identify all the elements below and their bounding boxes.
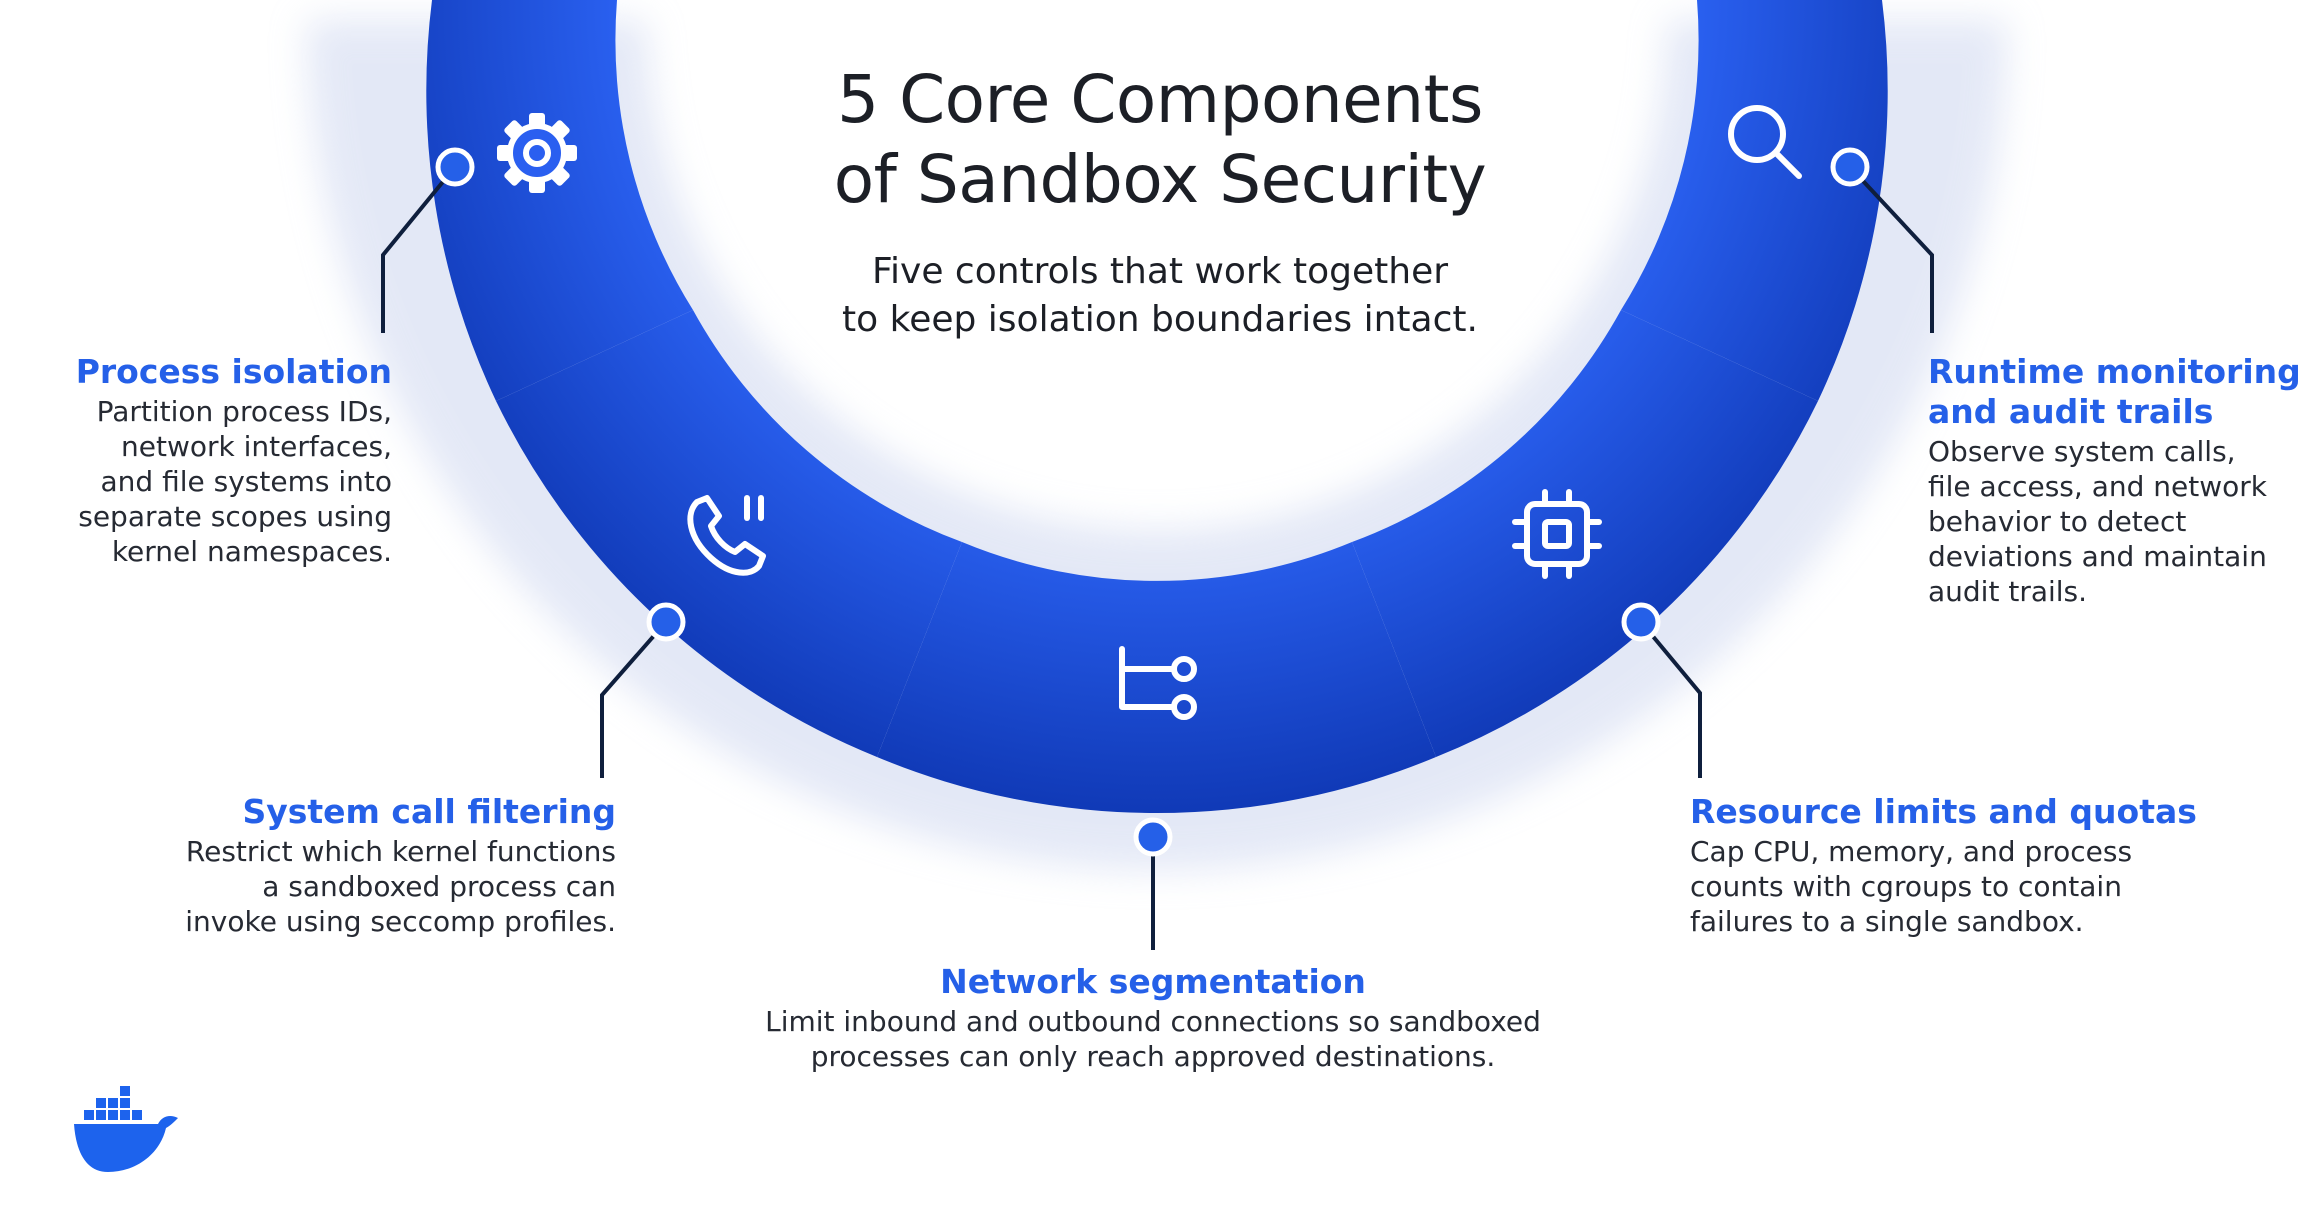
- component-heading: Runtime monitoring: [1928, 352, 2301, 391]
- connector-dot-system-call-filtering: [646, 602, 686, 642]
- connector-dot-network-segmentation: [1133, 817, 1173, 857]
- component-description: Observe system calls, file access, and n…: [1928, 434, 2308, 609]
- connector-dot-process-isolation: [435, 147, 475, 187]
- title-line: of Sandbox Security: [833, 141, 1487, 218]
- component-heading: and audit trails: [1928, 392, 2214, 431]
- connector-process-isolation: [381, 165, 457, 333]
- description-line: kernel namespaces.: [111, 535, 392, 568]
- description-line: and file systems into: [100, 465, 392, 498]
- description-line: network interfaces,: [121, 430, 392, 463]
- subtitle-line: Five controls that work together: [871, 251, 1449, 292]
- description-line: counts with cgroups to contain: [1690, 870, 2122, 903]
- ring-segment-process-isolation: [426, 0, 693, 401]
- subtitle-line: to keep isolation boundaries intact.: [842, 299, 1478, 340]
- description-line: invoke using seccomp profiles.: [185, 905, 616, 938]
- component-heading: System call filtering: [242, 792, 616, 831]
- component-system-call-filtering: System call filtering Restrict which ker…: [96, 792, 616, 939]
- page-subtitle: Five controls that work together to keep…: [760, 248, 1560, 344]
- description-line: Partition process IDs,: [96, 395, 392, 428]
- ring-segment-runtime-monitoring: [1621, 0, 1888, 401]
- description-line: deviations and maintain: [1928, 540, 2267, 573]
- component-heading: Network segmentation: [940, 962, 1366, 1001]
- description-line: separate scopes using: [78, 500, 392, 533]
- branch-network-icon: [1119, 646, 1197, 720]
- cpu-chip-icon: [1512, 489, 1602, 579]
- description-line: file access, and network: [1928, 470, 2267, 503]
- description-line: failures to a single sandbox.: [1690, 905, 2084, 938]
- description-line: Limit inbound and outbound connections s…: [765, 1005, 1541, 1038]
- description-line: behavior to detect: [1928, 505, 2187, 538]
- description-line: a sandboxed process can: [262, 870, 616, 903]
- connector-system-call-filtering: [600, 620, 668, 778]
- component-heading: Process isolation: [75, 352, 392, 391]
- docker-whale-icon: [74, 1086, 178, 1172]
- description-line: Cap CPU, memory, and process: [1690, 835, 2133, 868]
- phone-call-icon: [687, 495, 766, 576]
- description-line: Restrict which kernel functions: [185, 835, 616, 868]
- connector-dot-resource-limits: [1621, 602, 1661, 642]
- component-runtime-monitoring: Runtime monitoring and audit trails Obse…: [1928, 352, 2308, 609]
- component-description: Cap CPU, memory, and process counts with…: [1690, 834, 2250, 939]
- component-description: Limit inbound and outbound connections s…: [733, 1004, 1573, 1074]
- component-resource-limits: Resource limits and quotas Cap CPU, memo…: [1690, 792, 2250, 939]
- component-heading: Resource limits and quotas: [1690, 792, 2197, 831]
- connector-dot-runtime-monitoring: [1830, 147, 1870, 187]
- description-line: audit trails.: [1928, 575, 2088, 608]
- title-line: 5 Core Components: [837, 61, 1483, 138]
- component-network-segmentation: Network segmentation Limit inbound and o…: [733, 962, 1573, 1074]
- component-process-isolation: Process isolation Partition process IDs,…: [0, 352, 392, 569]
- description-line: Observe system calls,: [1928, 435, 2236, 468]
- gear-icon: [497, 113, 577, 193]
- component-description: Partition process IDs, network interface…: [0, 394, 392, 569]
- connector-runtime-monitoring: [1848, 165, 1934, 333]
- ring-segment-network-segmentation: [877, 542, 1436, 814]
- description-line: processes can only reach approved destin…: [810, 1040, 1496, 1073]
- ring-segment-system-call-filtering: [496, 310, 962, 757]
- connector-resource-limits: [1639, 620, 1702, 778]
- page-title: 5 Core Components of Sandbox Security: [760, 60, 1560, 220]
- magnifier-icon: [1728, 105, 1802, 179]
- component-description: Restrict which kernel functions a sandbo…: [96, 834, 616, 939]
